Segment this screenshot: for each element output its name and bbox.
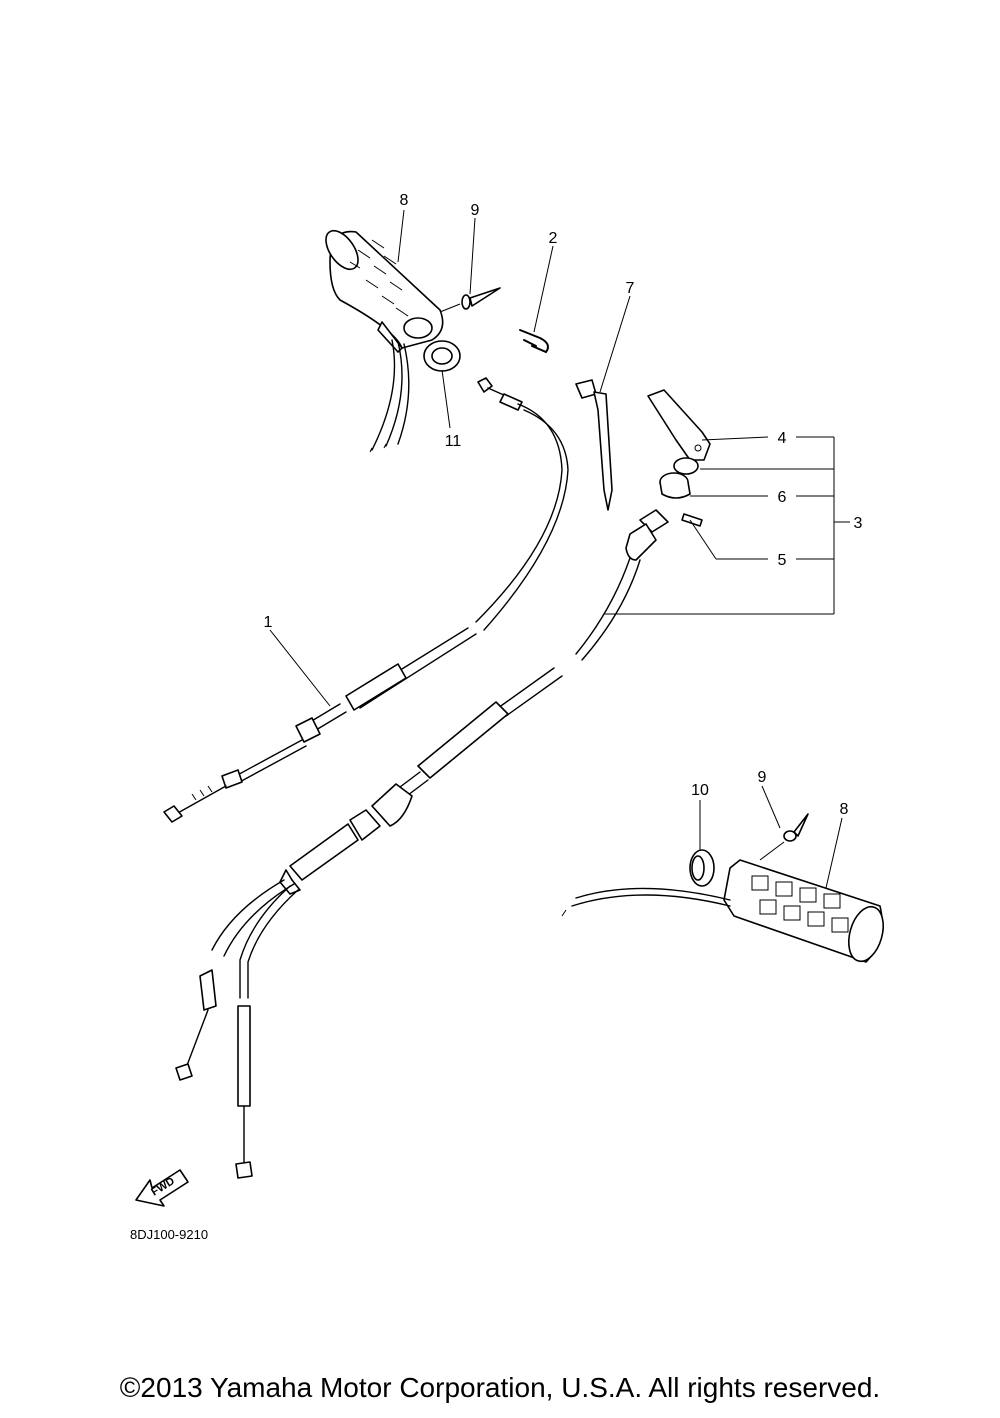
right-grip	[561, 859, 885, 963]
band-7	[575, 379, 613, 511]
pin-upper	[439, 287, 501, 313]
choke-cable	[175, 509, 669, 1179]
callout-8-lower: 8	[840, 801, 849, 818]
callout-3: 3	[854, 515, 863, 532]
part-code: 8DJ100-9210	[130, 1227, 208, 1242]
callout-5: 5	[778, 552, 787, 569]
fwd-arrow-icon: FWD	[135, 1169, 189, 1207]
clip-2	[519, 329, 549, 354]
pin-lower	[759, 813, 809, 861]
callout-10: 10	[691, 782, 709, 799]
callout-8-upper: 8	[400, 192, 409, 209]
bracket-4	[647, 389, 711, 461]
washer-parts	[659, 457, 699, 499]
callout-6: 6	[778, 489, 787, 506]
callout-4: 4	[778, 430, 787, 447]
pin-5	[681, 513, 703, 527]
leader-lines	[269, 209, 850, 889]
throttle-cable	[163, 377, 569, 823]
callout-7: 7	[626, 280, 635, 297]
callout-9-upper: 9	[471, 202, 480, 219]
callout-11: 11	[445, 433, 462, 450]
callout-9-lower: 9	[758, 769, 767, 786]
callout-2: 2	[549, 230, 558, 247]
collar-10	[689, 849, 715, 887]
callout-1: 1	[264, 614, 273, 631]
left-grip	[325, 229, 444, 453]
copyright-notice: ©2013 Yamaha Motor Corporation, U.S.A. A…	[119, 1372, 881, 1403]
collar-11	[423, 340, 461, 372]
